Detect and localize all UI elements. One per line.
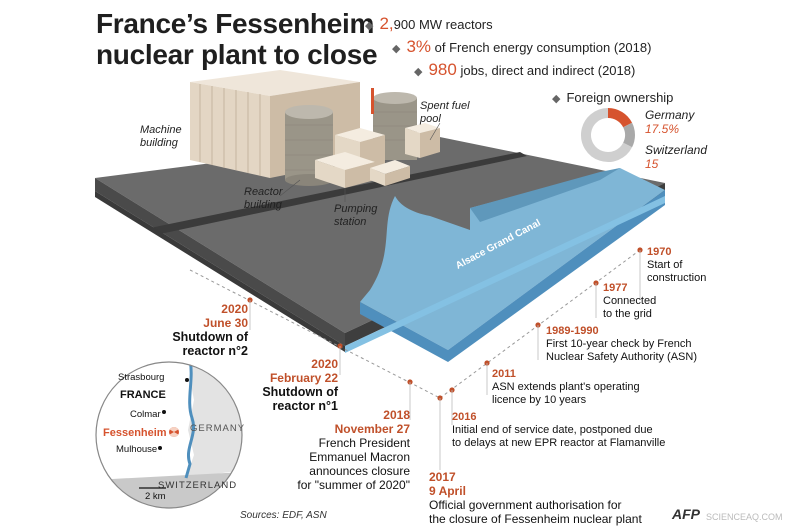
germany-label: Germany xyxy=(645,108,695,122)
diamond-icon: ◆ xyxy=(392,43,401,55)
map-fessenheim: Fessenheim xyxy=(103,427,167,439)
machine-building-front xyxy=(190,82,270,178)
rhine-river xyxy=(184,362,195,479)
ground-side-left xyxy=(95,178,345,346)
donut-slice-switzerland xyxy=(622,122,635,148)
page-title: France’s Fessenheim nuclear plant to clo… xyxy=(96,8,378,70)
event-1977: 1977 Connected to the grid xyxy=(603,282,657,320)
label-spent-fuel-pool: Spent fuel pool xyxy=(420,100,470,125)
donut-slice-rest xyxy=(581,108,633,162)
dot-mulhouse xyxy=(158,446,162,450)
stat-reactors: ◆2,900 MW reactors xyxy=(365,14,493,33)
ground-top xyxy=(95,135,665,333)
sources: Sources: EDF, ASN xyxy=(240,510,327,521)
machine-building-top xyxy=(190,70,360,96)
event-2017: 2017 9 April Official government authori… xyxy=(429,470,642,526)
map-mulhouse: Mulhouse xyxy=(116,444,158,455)
event-2016: 2016 Initial end of service date, postpo… xyxy=(452,411,666,449)
label-machine-building: Machine building xyxy=(140,124,182,149)
timeline-left-axis xyxy=(189,269,441,399)
event-1989-1990: 1989-1990 First 10-year check by French … xyxy=(546,325,698,363)
locator-map xyxy=(95,361,243,509)
diamond-icon: ◆ xyxy=(552,93,561,105)
map-scale: 2 km xyxy=(145,491,166,502)
event-2018: 2018 November 27 French President Emmanu… xyxy=(297,408,410,492)
ownership-germany: Germany 17.5% xyxy=(645,108,694,136)
dot-strasbourg xyxy=(185,378,189,382)
donut-slice-germany xyxy=(607,108,633,128)
event-1970: 1970 Start of construction xyxy=(647,246,707,284)
diamond-icon: ◆ xyxy=(365,20,374,32)
map-colmar: Colmar xyxy=(130,409,161,420)
stat-energy: ◆3% of French energy consumption (2018) xyxy=(392,37,652,56)
ownership-switzerland: Switzerland 15 xyxy=(645,143,707,171)
switzerland-value: 15 xyxy=(645,157,659,171)
map-germany: GERMANY xyxy=(190,423,246,434)
label-reactor-building: Reactor building xyxy=(244,186,283,211)
map-switzerland: SWITZERLAND xyxy=(158,480,238,491)
afp-logo: AFP xyxy=(672,506,700,522)
ownership-donut xyxy=(581,108,635,162)
map-strasbourg: Strasbourg xyxy=(118,372,165,383)
event-2011: 2011 ASN extends plant's operating licen… xyxy=(492,368,640,406)
dot-colmar xyxy=(162,410,166,414)
germany-value: 17.5% xyxy=(645,122,680,136)
map-france: FRANCE xyxy=(120,389,166,401)
event-2020-june: 2020 June 30 Shutdown of reactor n°2 xyxy=(172,302,248,358)
event-2020-feb: 2020 February 22 Shutdown of reactor n°1 xyxy=(262,357,338,413)
label-pumping-station: Pumping station xyxy=(334,203,378,228)
stat-jobs: ◆980 jobs, direct and indirect (2018) xyxy=(414,60,636,79)
switzerland-label: Switzerland xyxy=(645,143,708,157)
diamond-icon: ◆ xyxy=(414,66,423,78)
road xyxy=(150,152,527,234)
ownership-heading: ◆Foreign ownership xyxy=(552,90,674,105)
watermark: SCIENCEAQ.COM xyxy=(706,512,783,522)
